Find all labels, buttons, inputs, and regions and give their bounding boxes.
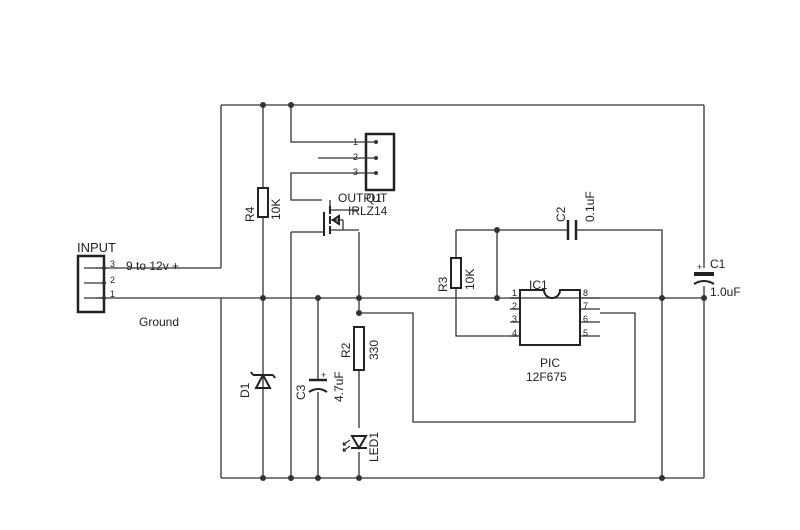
junction [494, 295, 500, 301]
c3-value: 4.7uF [332, 371, 346, 402]
junction [260, 475, 266, 481]
ic1-line2: 12F675 [526, 370, 567, 384]
ic1-pin-8: 8 [583, 288, 588, 298]
ic1-pin-1: 1 [512, 288, 517, 298]
capacitor-c3: + C3 4.7uF [294, 370, 346, 402]
r4-name: R4 [243, 206, 257, 222]
svg-text:+: + [697, 262, 702, 272]
ic-ic1: IC1 1 2 3 4 8 7 6 5 PIC 12F675 [510, 278, 588, 384]
q1-name: Q1 [366, 191, 382, 205]
junction [356, 475, 362, 481]
junction [356, 310, 362, 316]
c1-value: 1.0uF [710, 285, 741, 299]
input-pin-2: 2 [110, 275, 115, 285]
c2-value: 0.1uF [583, 191, 597, 222]
junction [260, 102, 266, 108]
output-pin-2: 2 [353, 152, 358, 162]
capacitor-c1: + C1 1.0uF [693, 257, 741, 299]
ic1-pin-6: 6 [583, 314, 588, 324]
r2-name: R2 [339, 342, 353, 358]
junction [659, 475, 665, 481]
wires [96, 104, 705, 479]
junction [260, 295, 266, 301]
ic1-pin-5: 5 [583, 328, 588, 338]
ic1-pin-3: 3 [512, 314, 517, 324]
output-pin-3: 3 [353, 167, 358, 177]
ic1-line1: PIC [540, 356, 560, 370]
r3-value: 10K [463, 269, 477, 290]
junction [494, 227, 500, 233]
d1-name: D1 [238, 382, 252, 398]
ic1-name: IC1 [529, 278, 548, 292]
r4-value: 10K [269, 199, 283, 220]
r3-name: R3 [436, 276, 450, 292]
ic1-pin-4: 4 [512, 328, 517, 338]
input-pin-1: 1 [110, 289, 115, 299]
q1-part: IRLZ14 [348, 204, 388, 218]
junction [315, 475, 321, 481]
c2-name: C2 [554, 206, 568, 222]
output-pin-1: 1 [353, 137, 358, 147]
junction [288, 102, 294, 108]
led1-name: LED1 [367, 432, 381, 462]
mosfet-q1: Q1 IRLZ14 [323, 191, 388, 236]
ground-label: Ground [139, 315, 179, 329]
input-pin-3: 3 [110, 259, 115, 269]
junction [315, 295, 321, 301]
capacitor-c2: C2 0.1uF [554, 191, 597, 240]
junction [701, 295, 707, 301]
input-connector-label: INPUT [77, 240, 116, 255]
output-connector-label: OUTPUT [338, 191, 388, 205]
svg-text:+: + [321, 370, 326, 380]
junction [288, 475, 294, 481]
junction [659, 295, 665, 301]
resistor-r2: R2 330 [339, 326, 381, 371]
ic1-pin-2: 2 [512, 301, 517, 311]
r2-value: 330 [367, 340, 381, 360]
c1-name: C1 [710, 257, 726, 271]
zener-d1: D1 [238, 371, 276, 398]
output-connector: 1 2 3 OUTPUT [338, 132, 396, 205]
resistor-r4: R4 10K [243, 187, 283, 222]
ic1-pin-7: 7 [583, 301, 588, 311]
led-led1: LED1 [342, 432, 381, 462]
junction [356, 295, 362, 301]
c3-name: C3 [294, 384, 308, 400]
junction-dots [260, 102, 707, 481]
supply-label: 9 to 12v + [126, 259, 179, 273]
input-connector: INPUT 3 2 1 9 to 12v + Ground [76, 240, 179, 329]
resistor-r3: R3 10K [436, 257, 477, 292]
